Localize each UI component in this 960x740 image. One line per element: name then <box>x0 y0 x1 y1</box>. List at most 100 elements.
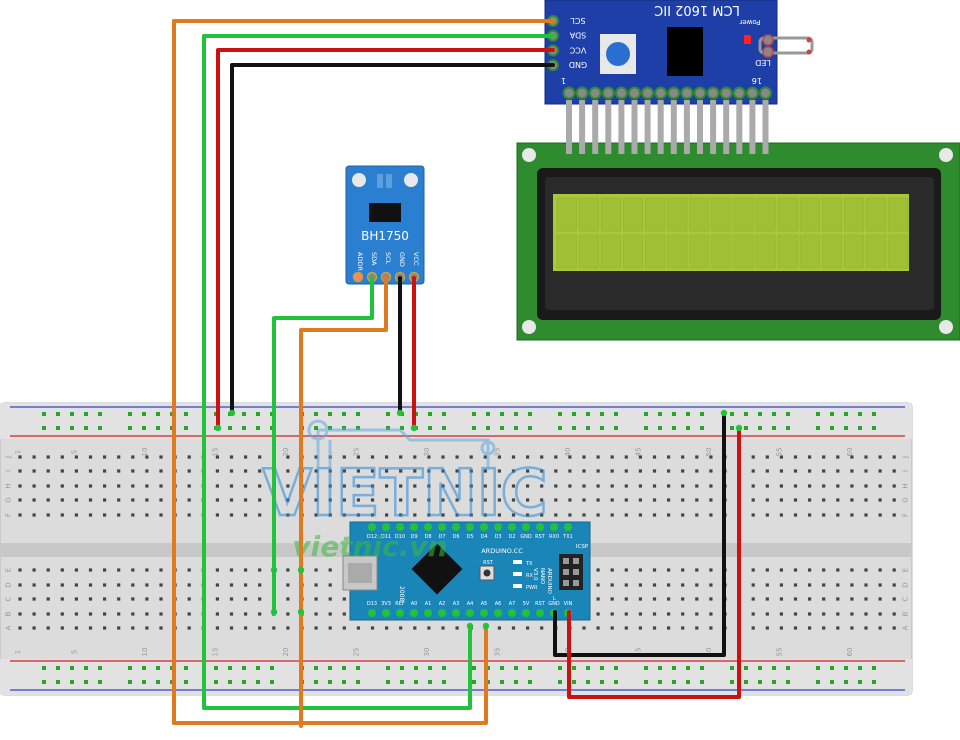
column-number-bottom: 45 <box>634 648 642 657</box>
nano-bottom-pin <box>410 609 418 617</box>
nano-top-pin-label: GND <box>520 534 532 540</box>
column-number-top: 30 <box>423 448 431 457</box>
nano-bottom-pin <box>466 609 474 617</box>
column-number-top: 5 <box>70 450 78 454</box>
nano-bottom-pin-label: A2 <box>439 601 446 607</box>
nano-top-pin <box>508 523 516 531</box>
column-number-bottom: 35 <box>493 648 501 657</box>
wire-green-sda-lcd <box>202 34 555 710</box>
nano-icsp-label: ICSP <box>576 544 589 550</box>
nano-top-pin <box>550 523 558 531</box>
wire-green-sda-sensor <box>272 276 374 614</box>
nano-top-pin-label: D12 <box>367 534 377 540</box>
nano-top-pin-label: RST <box>535 534 546 540</box>
column-number-bottom: 20 <box>282 648 290 657</box>
pcf8574-chip <box>667 27 703 76</box>
potentiometer-knob <box>606 42 630 66</box>
nano-bottom-pin-label: RST <box>535 601 546 607</box>
lcm-title: LCM 1602 IIC <box>654 2 740 17</box>
lcm-to-lcd-legs <box>566 100 769 154</box>
nano-bottom-pin-label: GND <box>548 601 560 607</box>
nano-board-line: ARDUINO <box>546 568 552 595</box>
lcm-header-pin <box>575 86 589 100</box>
nano-top-pin-label: D6 <box>452 534 459 540</box>
lcm-pin-label: VCC <box>569 45 586 54</box>
row-letter: B <box>5 611 13 616</box>
nano-top-pin-label: D11 <box>381 534 391 540</box>
lcm-header-pin <box>732 86 746 100</box>
lcm-header-pin <box>588 86 602 100</box>
nano-bottom-pin-label: REF <box>395 601 405 607</box>
column-number-bottom: 15 <box>211 648 219 657</box>
nano-bottom-pin-label: A0 <box>411 601 418 607</box>
watermark-main: VIETNIC <box>262 457 547 531</box>
nano-top-pin-label: D7 <box>438 534 445 540</box>
column-number-bottom: 50 <box>705 648 713 657</box>
wire-end-node <box>720 409 728 417</box>
nano-top-pin <box>382 523 390 531</box>
row-letter: G <box>5 497 13 502</box>
nano-bottom-pin-label: A5 <box>481 601 488 607</box>
nano-top-pin <box>438 523 446 531</box>
nano-bottom-pin <box>452 609 460 617</box>
lcm-pin-label: GND <box>569 60 587 69</box>
wire-end-node <box>270 566 278 574</box>
wire-end-node <box>735 424 743 432</box>
row-letter: F <box>5 513 13 517</box>
nano-top-pin-label: D10 <box>395 534 405 540</box>
row-letter: A <box>5 625 13 630</box>
column-number-top: 55 <box>775 448 783 457</box>
column-number-top: 45 <box>634 448 642 457</box>
nano-bottom-pin <box>424 609 432 617</box>
nano-top-pin <box>466 523 474 531</box>
nano-bottom-pin <box>536 609 544 617</box>
sensor-title: BH1750 <box>361 229 409 243</box>
wire-orange-scl-lcd <box>172 19 555 725</box>
watermark-sub: vietnic.vn <box>292 530 447 563</box>
wire-red-vin-nano <box>567 426 741 699</box>
nano-bottom-pin <box>396 609 404 617</box>
column-number-bottom: 60 <box>846 648 854 657</box>
lcm-header-pin <box>601 86 615 100</box>
wire-red-vcc-lcd <box>216 48 555 430</box>
wire-end-node <box>270 608 278 616</box>
nano-bottom-pin <box>480 609 488 617</box>
bh1750-chip <box>369 203 401 222</box>
lcm-pin-first-label: 1 <box>561 76 566 85</box>
column-number-top: 60 <box>846 448 854 457</box>
lcm-header-pin <box>719 86 733 100</box>
column-number-top: 20 <box>282 448 290 457</box>
nano-top-pin <box>452 523 460 531</box>
nano-bottom-pin-label: A7 <box>509 601 516 607</box>
sensor-pin <box>352 271 364 283</box>
nano-top-pin <box>424 523 432 531</box>
column-number-top: 35 <box>493 448 501 457</box>
led-jumper <box>758 34 814 58</box>
nano-bottom-pin <box>508 609 516 617</box>
row-letter: I <box>5 470 13 472</box>
wires <box>172 19 741 728</box>
nano-top-pin <box>368 523 376 531</box>
row-letter: A <box>902 625 910 630</box>
nano-top-pin-label: D4 <box>480 534 487 540</box>
lcm-header-pin <box>667 86 681 100</box>
nano-top-pin-label: D3 <box>494 534 501 540</box>
lcm-pin-label: SCL <box>570 16 586 25</box>
lcm-header-pin <box>654 86 668 100</box>
lcm-header-pin <box>628 86 641 100</box>
mount-hole <box>939 320 953 334</box>
nano-board-line: V3.0 <box>532 568 538 581</box>
column-number-bottom: 30 <box>423 648 431 657</box>
lcm-header-pin <box>745 86 759 100</box>
nano-bottom-pin-label: 3V3 <box>381 601 391 607</box>
nano-top-pin-label: TX1 <box>562 534 573 540</box>
nano-l-label: L <box>553 596 556 602</box>
wire-end-node <box>297 566 305 574</box>
column-number-top: 15 <box>211 448 219 457</box>
row-letter: G <box>902 497 910 502</box>
nano-top-pin <box>536 523 544 531</box>
